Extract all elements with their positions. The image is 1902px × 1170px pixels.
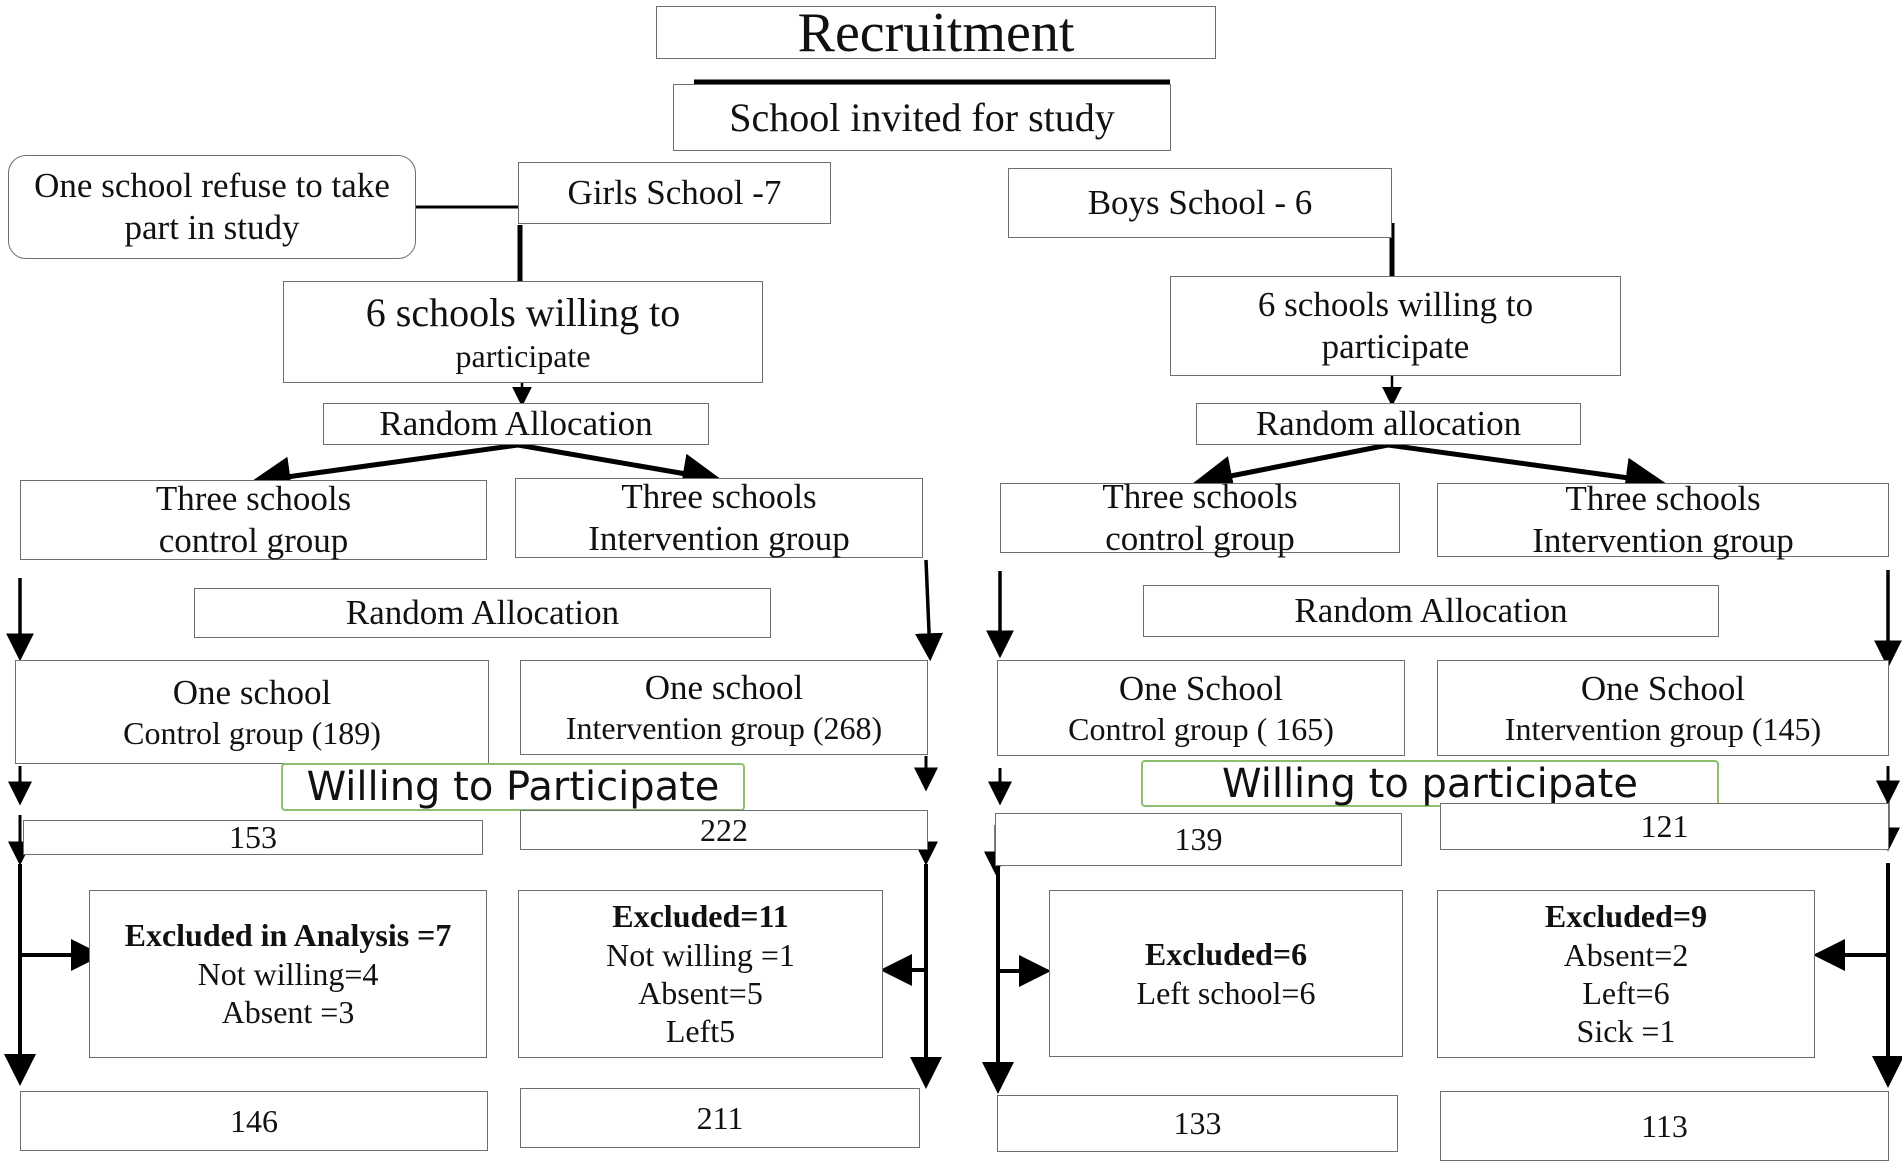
girls-intervention-school-box: One school Intervention group (268) bbox=[520, 660, 928, 755]
recruitment-title-text: Recruitment bbox=[797, 1, 1075, 64]
boys-willing-line1: 6 schools willing to bbox=[1257, 285, 1534, 324]
boys-control-final-box: 133 bbox=[997, 1095, 1398, 1152]
boys-intervention-school-box: One School Intervention group (145) bbox=[1437, 660, 1889, 756]
boys-allocation2-box: Random Allocation bbox=[1143, 585, 1719, 637]
boys-intervention-group-line1: Three schools bbox=[1565, 479, 1761, 518]
boys-control-willing-box: 139 bbox=[995, 813, 1402, 866]
recruitment-title: Recruitment bbox=[656, 1, 1216, 64]
boys-intervention-final-value: 113 bbox=[1641, 1107, 1688, 1144]
boys-control-excluded-box: Excluded=6 Left school=6 bbox=[1049, 890, 1403, 1057]
girls-intervention-willing-box: 222 bbox=[520, 810, 928, 850]
boys-control-group-line2: control group bbox=[1105, 519, 1295, 558]
girls-intervention-excluded-title: Excluded=11 bbox=[612, 898, 789, 935]
boys-willing-line2: participate bbox=[1321, 327, 1470, 366]
girls-school-box: Girls School -7 bbox=[518, 162, 831, 224]
arrow-boys-to-control bbox=[1192, 442, 1389, 496]
girls-willing-label: Willing to Participate bbox=[281, 763, 745, 811]
boys-control-excluded-title: Excluded=6 bbox=[1144, 936, 1308, 973]
boys-intervention-group-box: Three schools Intervention group bbox=[1437, 479, 1889, 560]
girls-control-group-line2: control group bbox=[158, 521, 349, 560]
arrow-girls-to-control bbox=[250, 442, 519, 497]
girls-willing-box: 6 schools willing to participate bbox=[283, 281, 763, 383]
school-invited-text: School invited for study bbox=[729, 94, 1115, 140]
girls-intervention-final-value: 211 bbox=[696, 1099, 744, 1136]
girls-intervention-final-box: 211 bbox=[520, 1088, 920, 1148]
boys-intervention-school-line1: One School bbox=[1580, 668, 1746, 708]
boys-willing-label-text: Willing to participate bbox=[1222, 760, 1638, 807]
boys-control-willing-value: 139 bbox=[1174, 821, 1223, 858]
girls-control-final-value: 146 bbox=[230, 1102, 278, 1139]
girls-intervention-group-line1: Three schools bbox=[621, 477, 817, 516]
boys-intervention-excluded-line4: Sick =1 bbox=[1576, 1013, 1676, 1050]
girls-intervention-school-line2: Intervention group (268) bbox=[565, 710, 883, 747]
boys-school-text: Boys School - 6 bbox=[1087, 183, 1313, 222]
girls-allocation-text: Random Allocation bbox=[379, 404, 653, 443]
girls-control-excluded-box: Excluded in Analysis =7 Not willing=4 Ab… bbox=[89, 890, 487, 1058]
girls-allocation-box: Random Allocation bbox=[323, 403, 709, 445]
girls-control-excluded-line3: Absent =3 bbox=[221, 994, 355, 1031]
girls-control-excluded-title: Excluded in Analysis =7 bbox=[124, 917, 452, 954]
boys-control-group-line1: Three schools bbox=[1102, 477, 1298, 516]
boys-control-school-line2: Control group ( 165) bbox=[1068, 710, 1334, 747]
boys-allocation2-text: Random Allocation bbox=[1294, 591, 1568, 630]
girls-allocation2-box: Random Allocation bbox=[194, 588, 771, 638]
school-invited-box: School invited for study bbox=[673, 84, 1171, 151]
girls-intervention-group-box: Three schools Intervention group bbox=[515, 477, 923, 558]
boys-willing-label: Willing to participate bbox=[1141, 760, 1719, 807]
boys-intervention-final-box: 113 bbox=[1440, 1091, 1889, 1161]
girls-control-excluded-line2: Not willing=4 bbox=[197, 955, 379, 992]
boys-willing-box: 6 schools willing to participate bbox=[1170, 276, 1621, 376]
boys-control-final-value: 133 bbox=[1173, 1105, 1222, 1142]
boys-intervention-excluded-title: Excluded=9 bbox=[1544, 898, 1708, 935]
arrow-boys-to-intervention bbox=[1387, 442, 1666, 498]
arrow-girls-intervention-1 bbox=[915, 559, 944, 662]
boys-intervention-excluded-line2: Absent=2 bbox=[1563, 936, 1689, 973]
boys-intervention-excluded-box: Excluded=9 Absent=2 Left=6 Sick =1 bbox=[1437, 890, 1815, 1058]
girls-control-final-box: 146 bbox=[20, 1091, 488, 1151]
girls-allocation2-text: Random Allocation bbox=[345, 593, 620, 632]
girls-willing-line1: 6 schools willing to bbox=[365, 289, 681, 335]
girls-control-group-line1: Three schools bbox=[155, 479, 352, 518]
boys-intervention-group-line2: Intervention group bbox=[1532, 521, 1794, 560]
refusal-line1: One school refuse to take bbox=[34, 166, 390, 205]
boys-control-school-line1: One School bbox=[1118, 668, 1284, 708]
girls-intervention-willing-value: 222 bbox=[700, 811, 748, 848]
girls-intervention-school-line1: One school bbox=[644, 668, 804, 708]
refusal-line2: part in study bbox=[124, 208, 300, 247]
girls-control-willing-box: 153 bbox=[23, 819, 483, 856]
boys-allocation-text: Random allocation bbox=[1255, 404, 1522, 443]
girls-intervention-excluded-line4: Left5 bbox=[665, 1013, 736, 1050]
boys-allocation-box: Random allocation bbox=[1196, 403, 1581, 445]
girls-willing-line2: participate bbox=[455, 337, 591, 374]
girls-control-school-box: One school Control group (189) bbox=[15, 660, 489, 764]
boys-control-school-box: One School Control group ( 165) bbox=[997, 660, 1405, 756]
girls-school-text: Girls School -7 bbox=[567, 173, 782, 212]
girls-intervention-excluded-box: Excluded=11 Not willing =1 Absent=5 Left… bbox=[518, 890, 883, 1058]
girls-intervention-excluded-line2: Not willing =1 bbox=[606, 936, 795, 973]
boys-intervention-willing-box: 121 bbox=[1440, 803, 1889, 850]
arrow-girls-to-intervention bbox=[517, 442, 723, 494]
girls-control-group-box: Three schools control group bbox=[20, 479, 487, 560]
girls-control-school-line2: Control group (189) bbox=[123, 714, 381, 751]
girls-willing-label-text: Willing to Participate bbox=[306, 764, 720, 810]
refusal-box: One school refuse to take part in study bbox=[8, 155, 416, 259]
boys-intervention-excluded-line3: Left=6 bbox=[1582, 975, 1670, 1011]
boys-intervention-willing-value: 121 bbox=[1640, 808, 1689, 845]
girls-control-school-line1: One school bbox=[172, 672, 332, 712]
girls-control-willing-value: 153 bbox=[229, 819, 277, 856]
girls-intervention-excluded-line3: Absent=5 bbox=[638, 975, 763, 1011]
boys-school-box: Boys School - 6 bbox=[1008, 168, 1392, 238]
boys-control-excluded-line2: Left school=6 bbox=[1136, 974, 1316, 1011]
girls-intervention-group-line2: Intervention group bbox=[588, 519, 850, 558]
boys-control-group-box: Three schools control group bbox=[1000, 477, 1400, 558]
boys-intervention-school-line2: Intervention group (145) bbox=[1504, 710, 1822, 747]
